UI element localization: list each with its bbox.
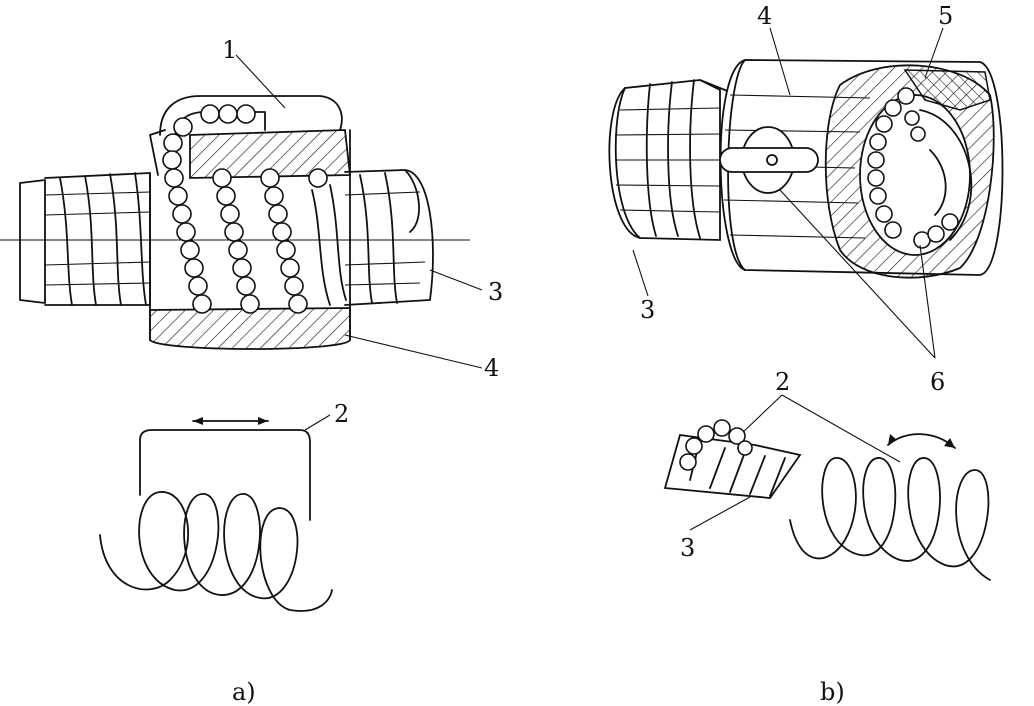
caption-b: b) xyxy=(820,678,845,706)
nut-body-a xyxy=(149,129,352,350)
label-1: 1 xyxy=(222,36,237,64)
nut-cylinder-b xyxy=(719,59,1004,279)
label-3-b2: 3 xyxy=(680,534,695,562)
ball-rows-a xyxy=(162,150,347,314)
leaders-a xyxy=(235,54,483,431)
figure-a: 1 3 4 2 a) xyxy=(0,36,503,706)
leaders-b xyxy=(632,27,944,531)
label-3-a: 3 xyxy=(488,278,503,306)
screw-shaft-a xyxy=(0,169,470,306)
figure-b: 4 5 3 6 2 3 b) xyxy=(608,2,1004,706)
label-3-b1: 3 xyxy=(640,296,655,324)
screw-end-b xyxy=(608,79,731,241)
label-5: 5 xyxy=(938,2,953,30)
label-4-b: 4 xyxy=(757,2,772,30)
label-4-a: 4 xyxy=(484,354,499,382)
ball-insert-fragment xyxy=(663,419,802,499)
label-6: 6 xyxy=(930,368,945,396)
helix-schematic-b xyxy=(789,433,991,581)
caption-a: a) xyxy=(232,678,256,706)
helix-schematic-a xyxy=(99,417,333,612)
label-2-b: 2 xyxy=(775,368,790,396)
label-2-a: 2 xyxy=(334,400,349,428)
